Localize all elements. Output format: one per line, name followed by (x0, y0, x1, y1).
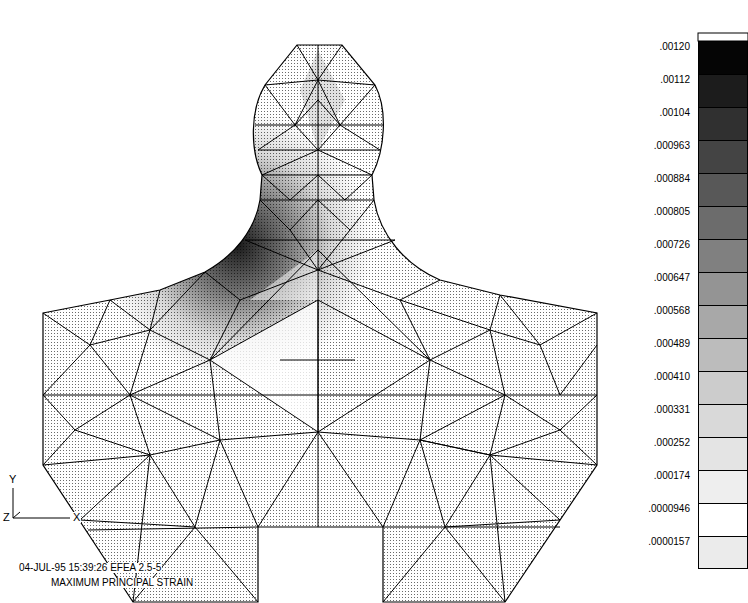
legend-value: .0000946 (648, 504, 690, 514)
legend-swatch (698, 107, 748, 140)
legend-value: .000174 (654, 471, 690, 481)
timestamp: 04-JUL-95 15:39:26 EFEA 2.5-5 (18, 563, 162, 573)
legend-value: .000647 (654, 273, 690, 283)
legend-value: .000489 (654, 339, 690, 349)
legend-swatch (698, 74, 748, 107)
legend-value: .00104 (659, 108, 690, 118)
axis-label: Z (2, 512, 11, 523)
legend-swatch (698, 536, 748, 569)
legend-value: .000252 (654, 438, 690, 448)
legend-value: .000410 (654, 372, 690, 382)
legend-swatch (698, 173, 748, 206)
axis-label: X (72, 512, 81, 523)
legend-value: .000568 (654, 306, 690, 316)
legend-swatch (698, 140, 748, 173)
legend-swatch (698, 206, 748, 239)
legend-swatch (698, 272, 748, 305)
legend-swatch (698, 41, 748, 74)
legend-swatch (698, 371, 748, 404)
legend-swatch (698, 470, 748, 503)
legend-swatch (698, 404, 748, 437)
plot-caption: MAXIMUM PRINCIPAL STRAIN (50, 578, 194, 588)
legend-value: .000726 (654, 240, 690, 250)
legend-value: .0000157 (648, 537, 690, 547)
legend-value: .00112 (660, 75, 690, 85)
legend-value: .000805 (654, 207, 690, 217)
axis-label: Y (8, 474, 17, 485)
legend-swatch (698, 305, 748, 338)
legend-value: .00120 (659, 42, 690, 52)
legend-swatch (698, 437, 748, 470)
legend-swatch (698, 239, 748, 272)
legend-value: .000963 (654, 141, 690, 151)
legend-swatch (698, 338, 748, 371)
legend-value: .000884 (654, 174, 690, 184)
legend-value: .000331 (654, 405, 690, 415)
legend-swatch (698, 503, 748, 536)
